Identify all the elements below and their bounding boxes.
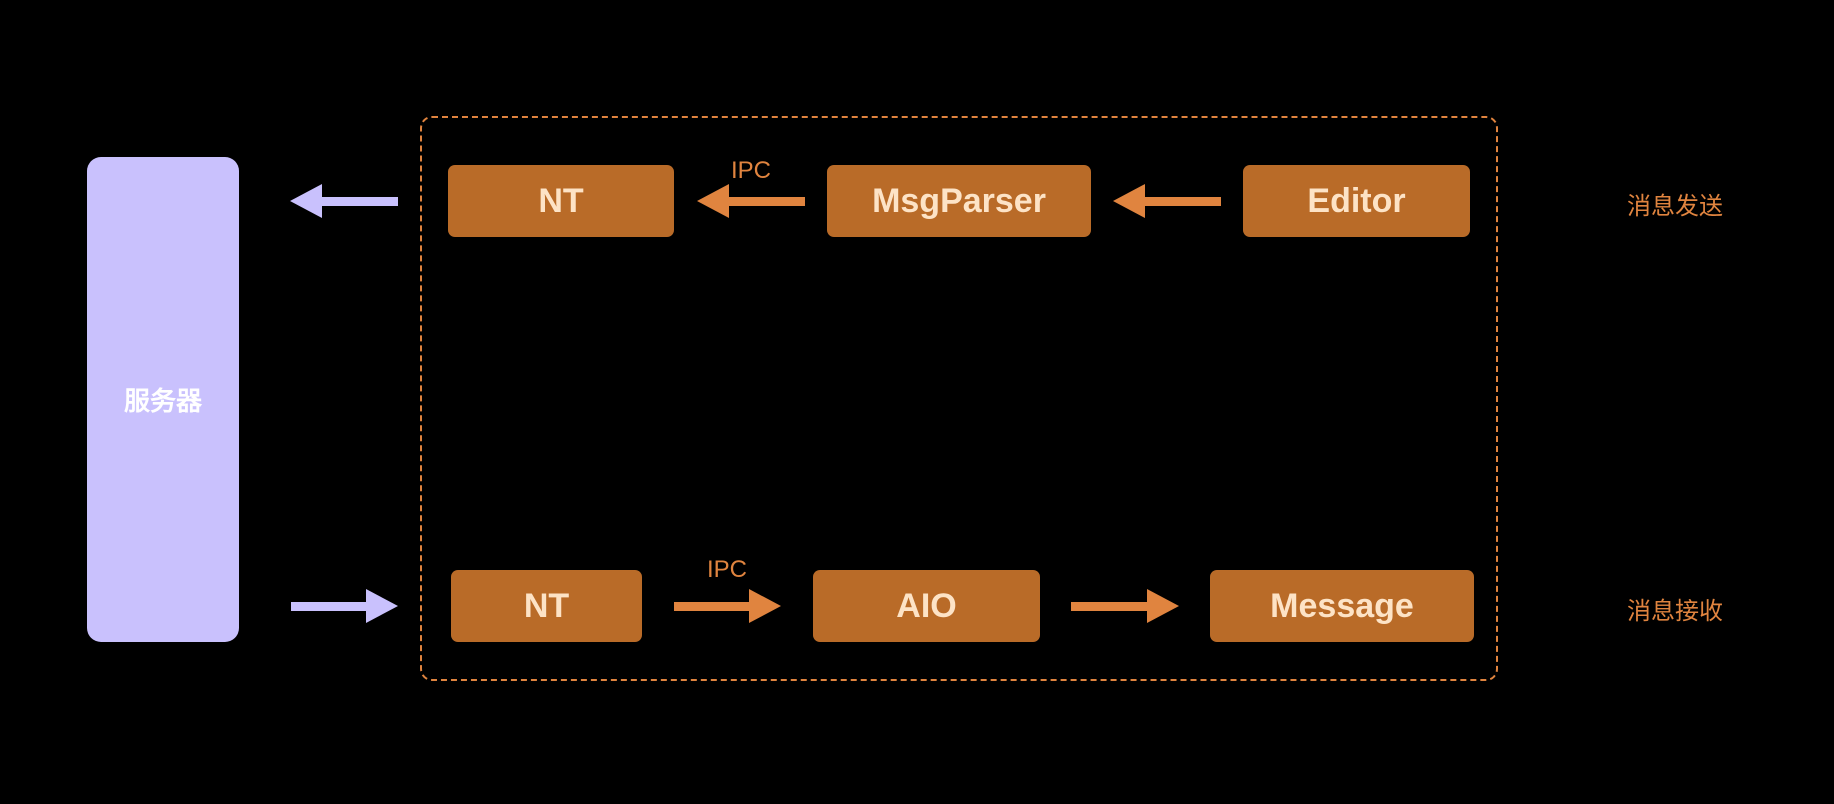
server-node: 服务器 <box>87 157 239 642</box>
arrow-aio-to-message <box>1071 589 1179 623</box>
msgparser-node: MsgParser <box>827 165 1091 237</box>
server-label: 服务器 <box>123 387 202 417</box>
send-row-label: 消息发送 <box>1627 192 1723 220</box>
send-nt-label: NT <box>538 181 584 220</box>
client-boundary-frame <box>420 116 1498 681</box>
arrow-nt-to-aio <box>674 589 781 623</box>
aio-node: AIO <box>813 570 1040 642</box>
arrow-server-to-nt <box>291 589 398 623</box>
editor-node: Editor <box>1243 165 1470 237</box>
send-ipc-label: IPC <box>731 157 772 184</box>
aio-label: AIO <box>896 586 957 625</box>
msgparser-label: MsgParser <box>872 181 1046 220</box>
receive-row-label: 消息接收 <box>1627 597 1723 625</box>
message-node: Message <box>1210 570 1474 642</box>
arrow-editor-to-msgparser <box>1113 184 1221 218</box>
editor-label: Editor <box>1307 181 1406 220</box>
send-nt-node: NT <box>448 165 674 237</box>
receive-nt-node: NT <box>451 570 642 642</box>
arrow-nt-to-server <box>290 184 398 218</box>
receive-nt-label: NT <box>523 586 570 625</box>
receive-ipc-label: IPC <box>707 556 748 583</box>
message-label: Message <box>1270 586 1414 625</box>
arrow-msgparser-to-nt <box>697 184 805 218</box>
